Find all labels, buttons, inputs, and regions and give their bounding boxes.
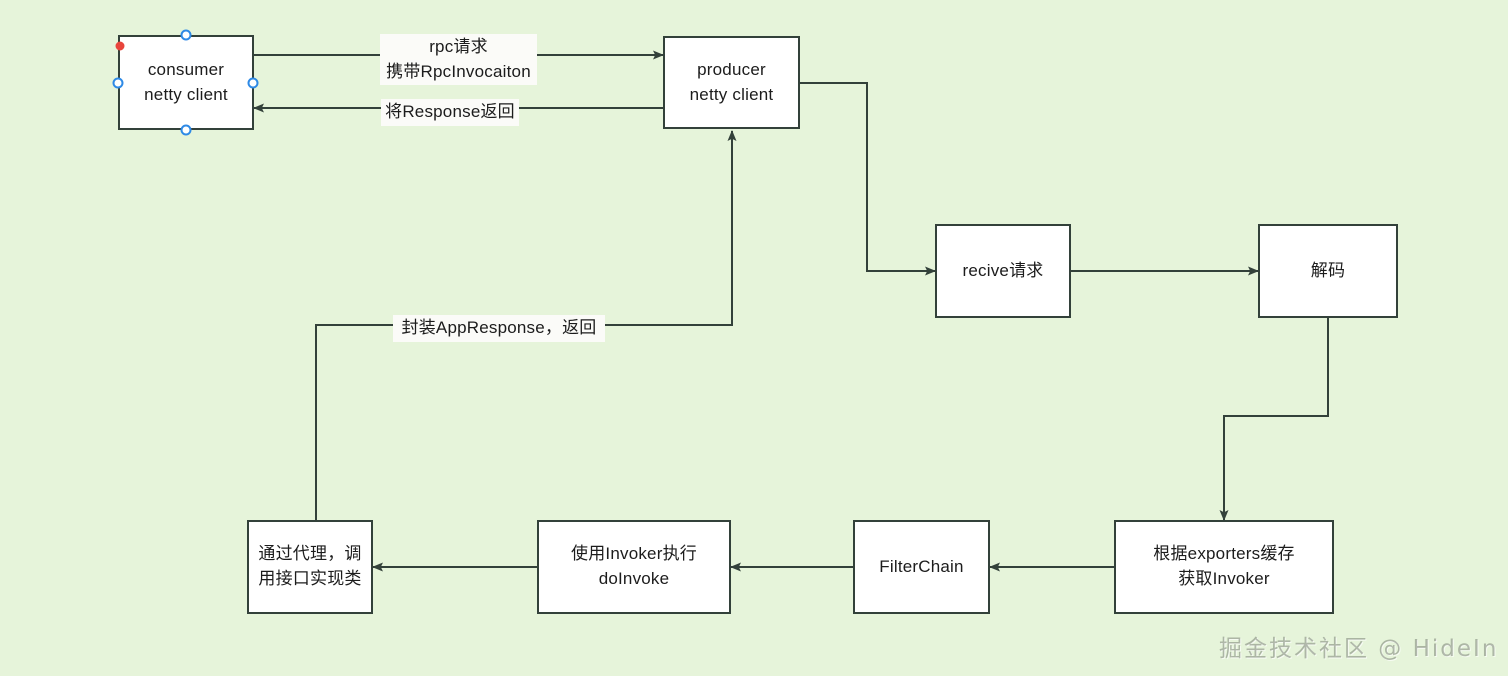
anchor-top-left[interactable] (115, 41, 125, 51)
edge-paths (253, 50, 1329, 572)
node-label: consumer netty client (144, 59, 228, 104)
watermark: 掘金技术社区 @ HideIn (1219, 636, 1499, 662)
node-label: recive请求 (962, 260, 1044, 280)
node-proxy-call[interactable]: 通过代理，调 用接口实现类 (247, 520, 373, 614)
node-label: 解码 (1310, 260, 1346, 280)
node-label: 使用Invoker执行 doInvoke (571, 544, 697, 588)
handle-bottom-center[interactable] (180, 124, 192, 136)
handle-right-middle[interactable] (247, 77, 259, 89)
node-recive[interactable]: recive请求 (935, 224, 1071, 318)
node-producer[interactable]: producer netty client (663, 36, 800, 129)
handle-top-center[interactable] (180, 29, 192, 41)
node-label: 根据exporters缓存 获取Invoker (1153, 544, 1295, 588)
edge-decode-to-get-invoker[interactable] (1219, 318, 1329, 521)
node-do-invoke[interactable]: 使用Invoker执行 doInvoke (537, 520, 731, 614)
edge-label-rpc-request[interactable]: rpc请求 携带RpcInvocaiton (380, 34, 537, 86)
edge-label-wrap-appresponse[interactable]: 封装AppResponse，返回 (393, 315, 605, 342)
node-label: 通过代理，调 用接口实现类 (258, 544, 362, 588)
node-consumer[interactable]: consumer netty client (118, 35, 254, 130)
node-filter-chain[interactable]: FilterChain (853, 520, 990, 614)
handle-left-middle[interactable] (112, 77, 124, 89)
node-label: FilterChain (879, 556, 964, 576)
edge-producer-to-recive[interactable] (800, 82, 936, 276)
node-decode[interactable]: 解码 (1258, 224, 1398, 318)
node-get-invoker[interactable]: 根据exporters缓存 获取Invoker (1114, 520, 1334, 614)
edge-label-return-response[interactable]: 将Response返回 (381, 99, 519, 126)
node-label: producer netty client (689, 59, 774, 104)
